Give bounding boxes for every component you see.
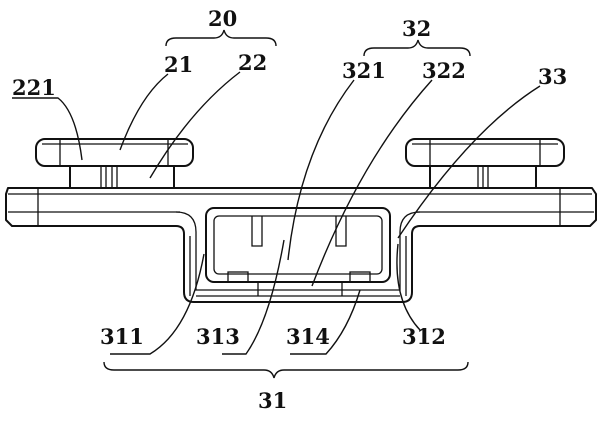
insert-inner [213,215,383,275]
label-221: 221 [12,75,56,100]
right-knob-assembly [405,138,565,189]
label-31: 31 [258,388,287,413]
leader-lines [12,29,541,379]
insert-right-foot [349,271,371,283]
label-21: 21 [164,52,193,77]
insert-left-foot [227,271,249,283]
label-321: 321 [342,58,386,83]
insert-left-tab [251,216,263,247]
label-33: 33 [538,64,567,89]
reference-labels: 20 21 22 221 32 321 322 33 311 313 314 3… [12,6,567,413]
label-32: 32 [402,16,431,41]
insert-right-tab [335,216,347,247]
left-knob-neck [69,165,175,189]
label-313: 313 [196,324,240,349]
insert-block [205,207,391,296]
base-plate [5,187,597,303]
label-22: 22 [238,50,267,75]
label-20: 20 [208,6,237,31]
label-322: 322 [422,58,466,83]
channel-inner-wall [175,211,421,291]
insert-outer [205,207,391,283]
label-314: 314 [286,324,330,349]
label-311: 311 [100,324,144,349]
label-312: 312 [402,324,446,349]
plate-outline [5,187,597,303]
